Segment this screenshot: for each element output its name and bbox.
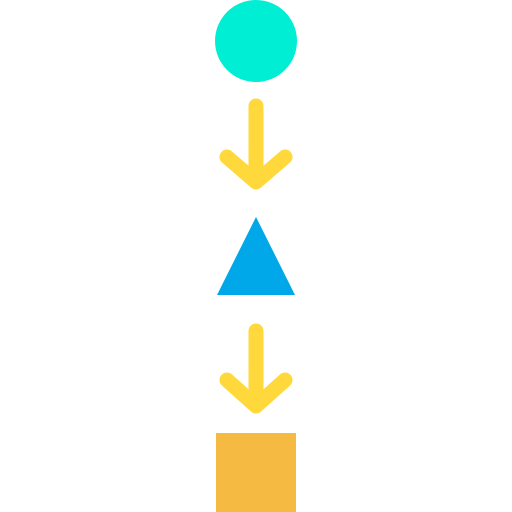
- square-icon: [216, 433, 296, 512]
- triangle-icon: [217, 217, 295, 295]
- arrow-down-icon: [219, 323, 293, 414]
- arrow-down-icon: [219, 98, 293, 190]
- circle-icon: [215, 0, 297, 82]
